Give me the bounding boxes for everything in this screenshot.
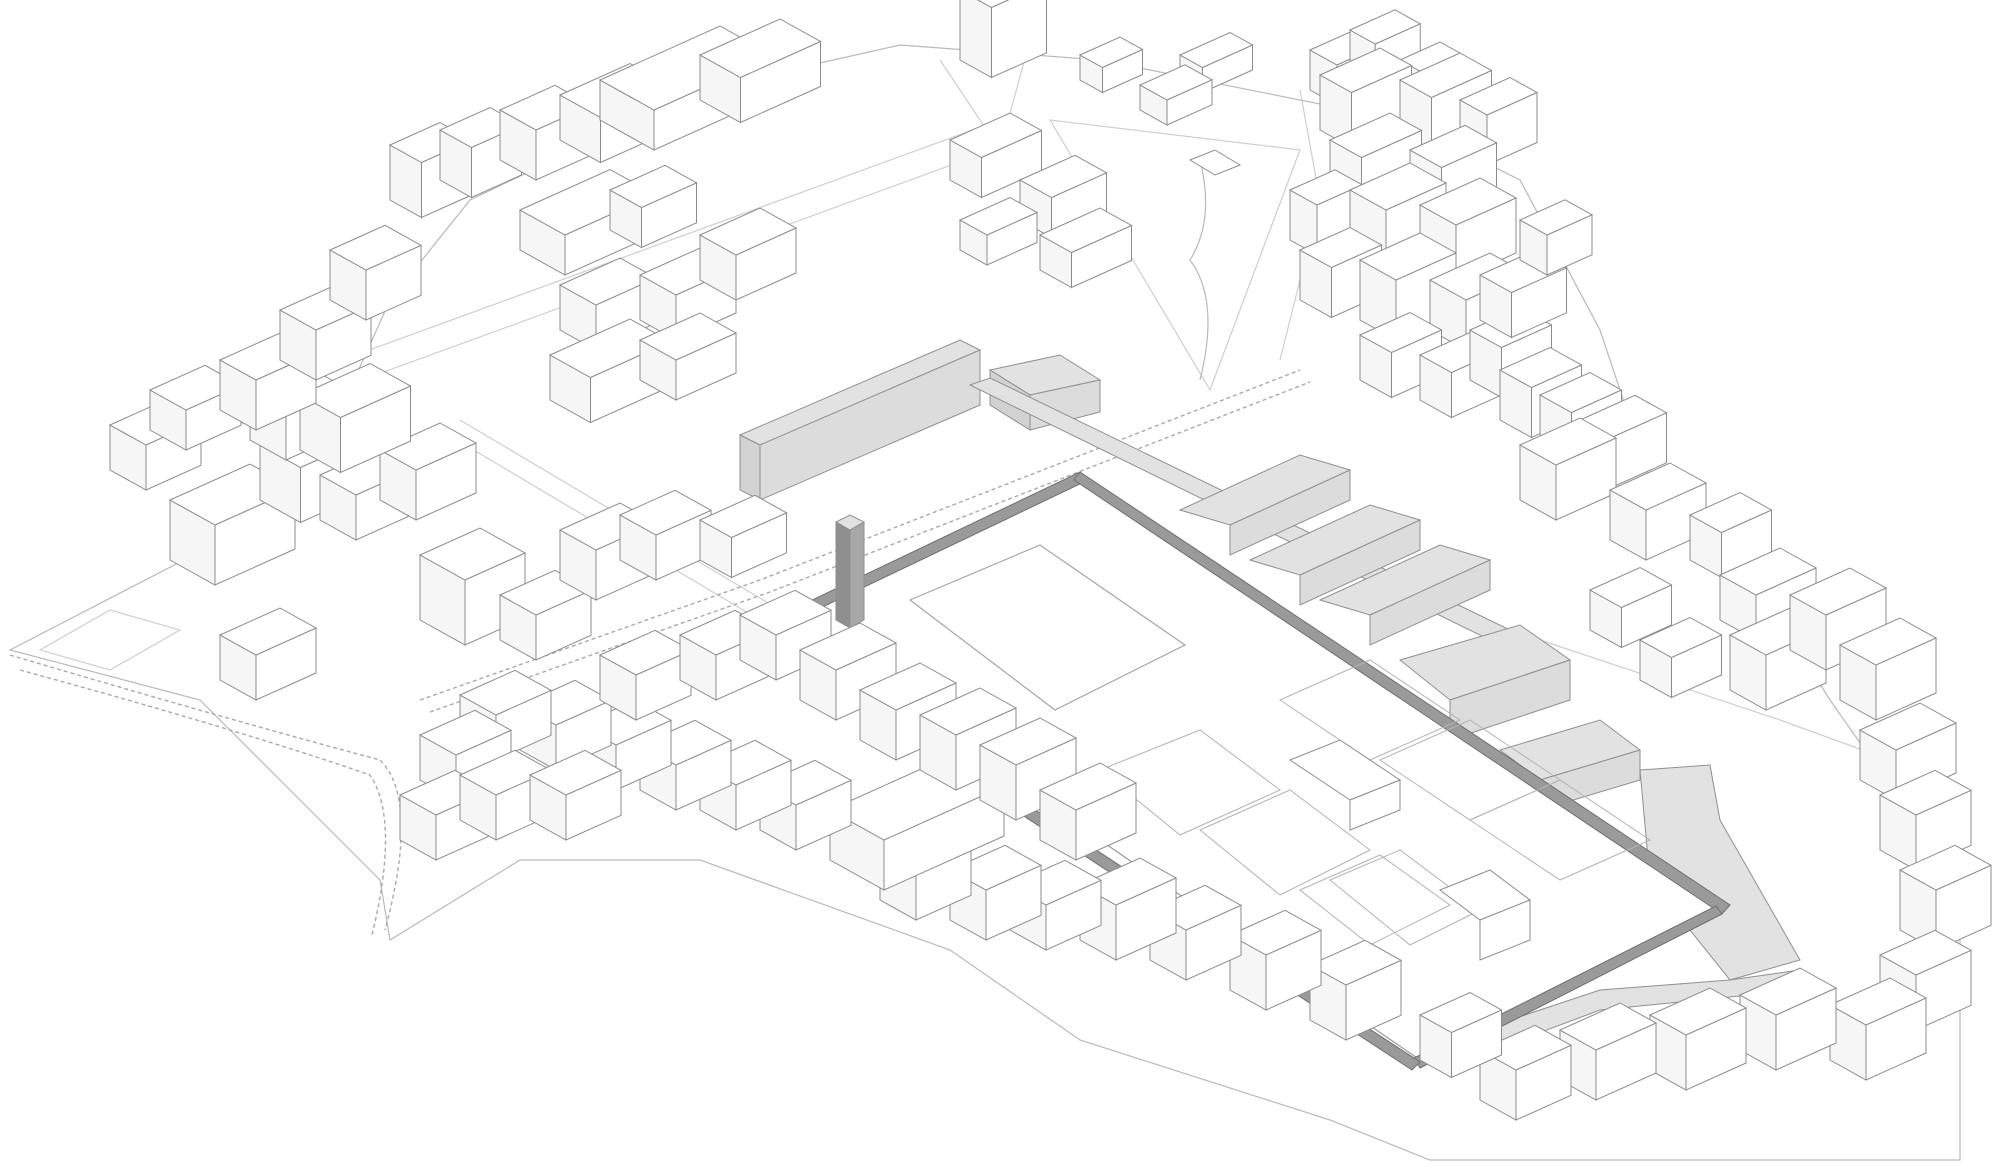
railway bbox=[9, 369, 1311, 936]
context-building bbox=[1648, 987, 1748, 1091]
context-building bbox=[298, 362, 412, 474]
context-building bbox=[1078, 36, 1144, 94]
context-building bbox=[1228, 909, 1323, 1011]
context-building bbox=[978, 717, 1078, 821]
context-building bbox=[1898, 844, 1993, 951]
rail-track-3 bbox=[419, 369, 1301, 701]
context-building bbox=[638, 312, 738, 401]
context-building bbox=[1608, 462, 1708, 561]
context-buildings bbox=[108, 0, 1993, 1121]
context-building bbox=[738, 589, 833, 681]
highlighted-masses bbox=[738, 339, 1801, 1071]
context-building bbox=[1018, 154, 1108, 239]
grey-terraced-blocks bbox=[1178, 454, 1492, 646]
context-building bbox=[1638, 616, 1723, 699]
context-building bbox=[618, 489, 713, 581]
context-building bbox=[1418, 991, 1503, 1079]
context-building bbox=[328, 224, 423, 321]
context-building bbox=[1138, 64, 1214, 126]
context-building bbox=[1838, 617, 1938, 721]
context-building bbox=[608, 164, 698, 249]
context-building bbox=[1518, 199, 1594, 276]
sports-field bbox=[908, 544, 1187, 711]
field-lot-west bbox=[38, 609, 182, 671]
site bbox=[757, 471, 1731, 1071]
interior-buildings bbox=[1288, 739, 1532, 961]
park-pavilion bbox=[1188, 149, 1242, 176]
rail-track-4 bbox=[429, 381, 1311, 713]
context-building bbox=[1308, 939, 1403, 1041]
context-building bbox=[528, 749, 623, 841]
grey-slab-building bbox=[738, 339, 982, 501]
context-building bbox=[1828, 977, 1928, 1081]
context-building bbox=[1038, 762, 1138, 861]
tower bbox=[834, 514, 866, 629]
context-building bbox=[698, 207, 798, 301]
context-building bbox=[1038, 207, 1133, 289]
park bbox=[1188, 149, 1242, 381]
context-building bbox=[698, 494, 788, 579]
context-building bbox=[1178, 31, 1254, 94]
south-street bbox=[1539, 639, 1891, 761]
context-building bbox=[1588, 566, 1673, 649]
context-building bbox=[959, 0, 1047, 79]
park-path bbox=[1189, 159, 1209, 381]
context-building bbox=[1738, 967, 1838, 1071]
rail-track-2 bbox=[19, 669, 387, 936]
context-building bbox=[698, 18, 822, 124]
rail-track-1 bbox=[9, 654, 402, 931]
context-building bbox=[218, 607, 318, 701]
context-building bbox=[798, 622, 898, 721]
context-building bbox=[1298, 226, 1383, 319]
context-building bbox=[1478, 1024, 1573, 1121]
context-building bbox=[378, 422, 478, 521]
context-building bbox=[958, 196, 1039, 266]
context-building bbox=[948, 112, 1043, 199]
context-building bbox=[498, 569, 593, 661]
context-building bbox=[598, 629, 693, 721]
